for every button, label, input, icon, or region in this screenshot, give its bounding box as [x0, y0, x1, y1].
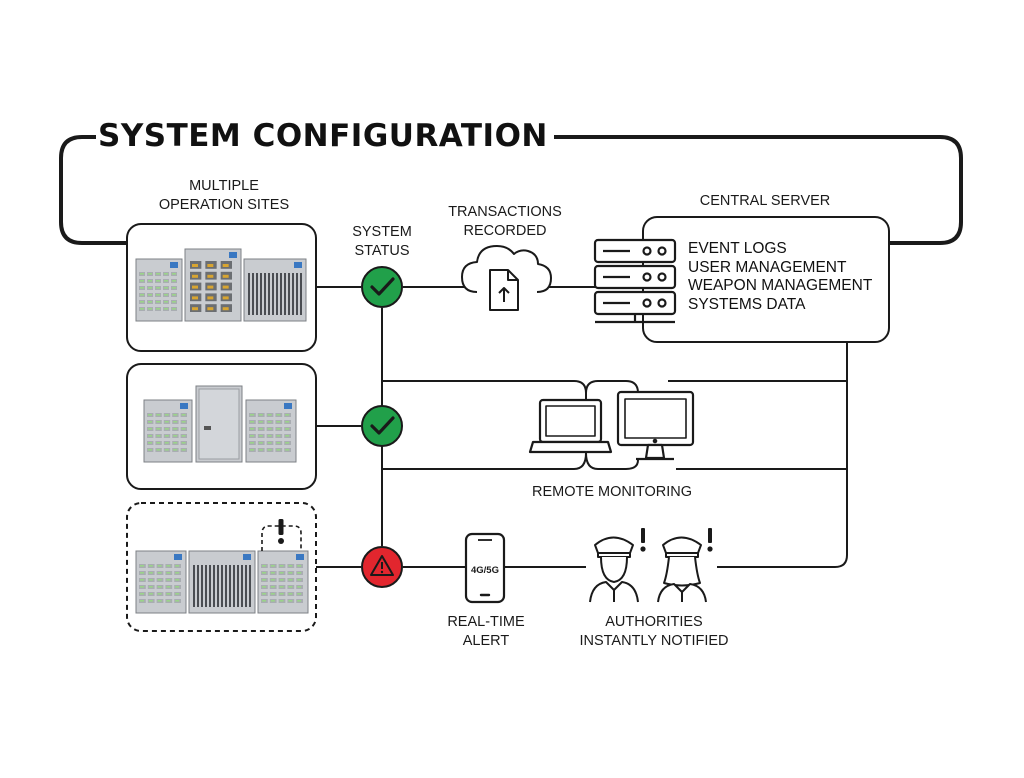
phone-network-label: 4G/5G	[471, 565, 499, 576]
label-sites-line2: OPERATION SITES	[158, 197, 290, 213]
cabinet-a2	[184, 248, 242, 322]
cabinet-alert-callout	[261, 519, 302, 551]
cloud-upload-icon	[461, 245, 552, 311]
police-officer-icon	[657, 536, 707, 603]
cabinet-b3	[245, 399, 297, 463]
label-sites-line1: MULTIPLE	[189, 178, 259, 194]
cabinet-b1	[143, 399, 193, 463]
desktop-monitor-icon	[616, 390, 695, 461]
server-item-user-management: USER MANAGEMENT	[688, 258, 847, 276]
label-system-status: SYSTEM STATUS	[340, 223, 424, 261]
outer-frame	[59, 135, 127, 245]
exclamation-icon	[641, 528, 645, 543]
label-real-time-alert: REAL-TIME ALERT	[436, 613, 536, 651]
label-alert-line2: ALERT	[462, 633, 510, 649]
outer-frame-right	[505, 135, 963, 245]
label-alert-line1: REAL-TIME	[447, 614, 525, 630]
label-tx-line2: RECORDED	[463, 223, 547, 239]
label-status-line2: STATUS	[354, 243, 410, 259]
check-icon	[370, 416, 395, 435]
diagram-title: SYSTEM CONFIGURATION	[96, 118, 554, 154]
label-status-line1: SYSTEM	[352, 224, 412, 240]
label-authorities: AUTHORITIES INSTANTLY NOTIFIED	[566, 613, 742, 651]
warning-triangle-icon	[370, 555, 394, 576]
label-tx-line1: TRANSACTIONS	[448, 204, 562, 220]
label-transactions: TRANSACTIONS RECORDED	[435, 203, 575, 241]
label-remote: REMOTE MONITORING	[531, 484, 693, 500]
label-remote-monitoring: REMOTE MONITORING	[512, 483, 712, 502]
exclamation-icon	[708, 528, 712, 543]
label-auth-line2: INSTANTLY NOTIFIED	[579, 633, 729, 649]
status-ok-2	[361, 405, 403, 447]
server-item-weapon-management: WEAPON MANAGEMENT	[688, 277, 873, 294]
cabinet-c2	[188, 550, 256, 614]
police-officer-icon	[589, 536, 639, 603]
cabinet-c1	[135, 550, 187, 614]
server-function-list: EVENT LOGS USER MANAGEMENT WEAPON MANAGE…	[688, 240, 872, 314]
server-item-event-logs: EVENT LOGS	[688, 240, 787, 257]
status-alert	[361, 546, 403, 588]
cabinet-b2	[195, 385, 243, 463]
cabinet-a3	[243, 258, 307, 322]
exclamation-icon	[278, 519, 284, 535]
smartphone-icon	[464, 532, 506, 604]
cabinet-c3	[257, 550, 309, 614]
label-operation-sites: MULTIPLE OPERATION SITES	[141, 177, 307, 215]
status-ok-1	[361, 266, 403, 308]
server-item-systems-data: SYSTEMS DATA	[688, 295, 806, 313]
weapon-cabinets	[135, 248, 309, 614]
server-rack-icon	[593, 238, 677, 324]
label-server: CENTRAL SERVER	[699, 193, 831, 209]
label-auth-line1: AUTHORITIES	[605, 614, 703, 630]
cabinet-a1	[135, 258, 183, 322]
label-central-server: CENTRAL SERVER	[690, 192, 840, 211]
check-icon	[370, 277, 395, 296]
laptop-icon	[528, 398, 613, 454]
